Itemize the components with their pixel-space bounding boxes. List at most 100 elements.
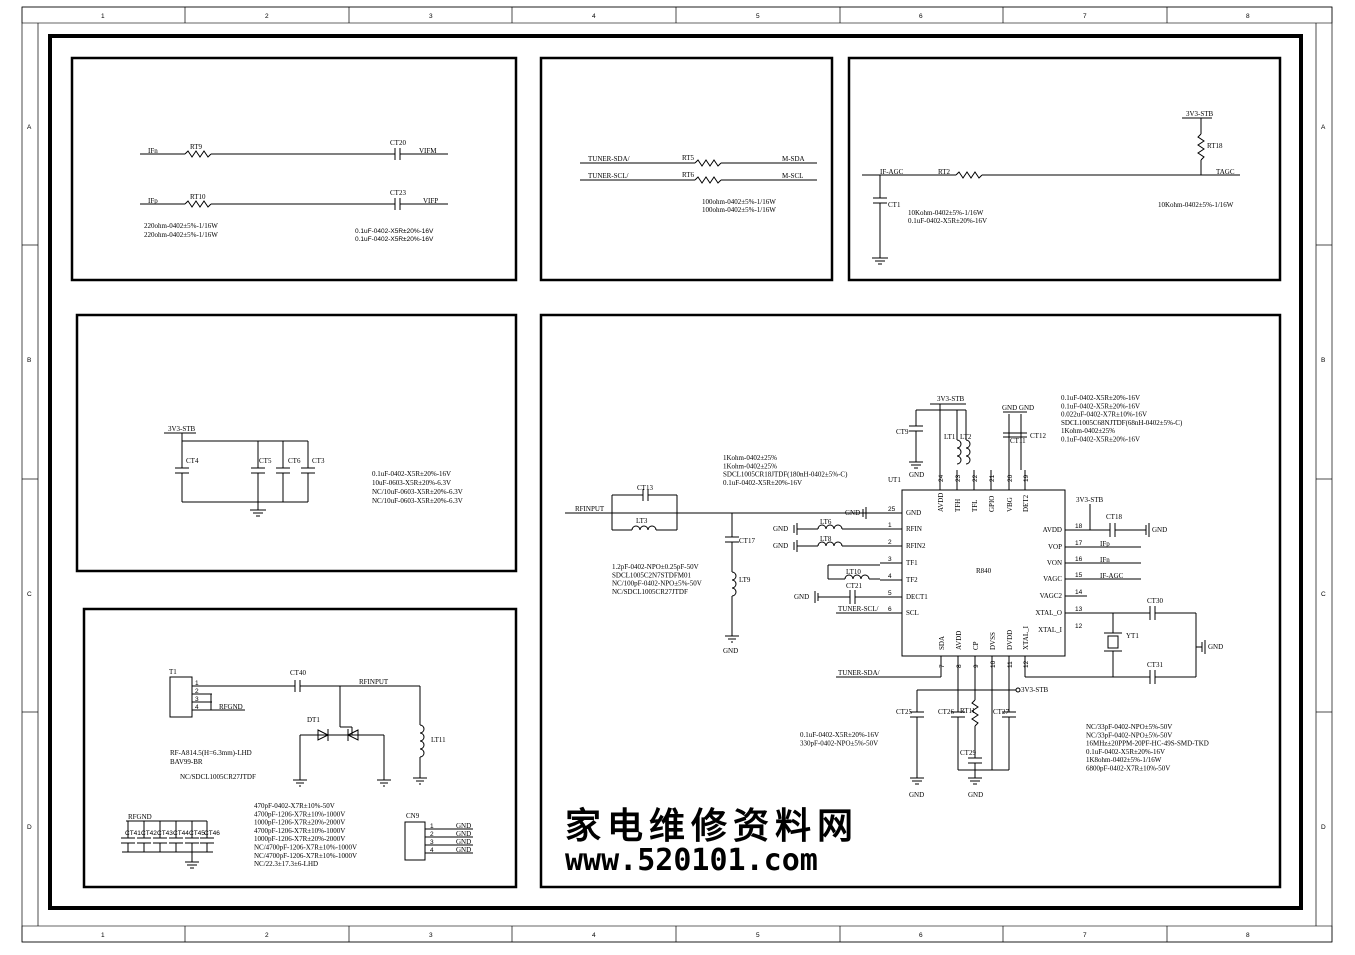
- inductor-lt6: [817, 524, 843, 530]
- ref-lt1: LT1: [944, 433, 956, 441]
- value-top-values: 0.022uF-0402-X7R±10%-16V: [1061, 411, 1147, 419]
- ref-rf-cap: CT45: [189, 830, 205, 837]
- agc-block: [847, 56, 1282, 282]
- grid-row-left: A: [27, 124, 32, 131]
- ref-t1: T1: [169, 668, 177, 676]
- chip-pin-name: VAGC: [1043, 575, 1062, 583]
- value-xtal-values: NC/33pF-0402-NPO±5%-50V: [1086, 731, 1172, 739]
- gnd-ct11-ct12: GND GND: [1002, 404, 1034, 412]
- ref-ct40: CT40: [290, 669, 306, 677]
- net-3v3-stb-power: 3V3-STB: [168, 425, 196, 433]
- grid-col-bottom: 6: [919, 932, 923, 939]
- cn9-pin-gnd: GND: [456, 846, 471, 854]
- ref-rf-cap: CT43: [157, 830, 173, 837]
- net-vifm: VIFM: [419, 147, 437, 155]
- inductor-lt1: [956, 439, 962, 465]
- value-top-values: 0.1uF-0402-X5R±20%-16V: [1061, 402, 1140, 410]
- ref-lt2: LT2: [960, 433, 972, 441]
- tuner-block: [539, 313, 1282, 889]
- chip-pin-name: XTAL_O: [1035, 609, 1062, 617]
- chip-pin-number: 9: [973, 664, 980, 668]
- net-vifp: VIFP: [423, 197, 438, 205]
- power-block: [75, 313, 518, 573]
- net-tuner-scl-chip: TUNER-SCL/: [838, 605, 879, 613]
- grid-row-left: D: [27, 824, 32, 831]
- ref-ct11: CT11: [1010, 437, 1026, 445]
- ref-ct26: CT26: [938, 708, 954, 716]
- ref-ct31: CT31: [1147, 661, 1163, 669]
- inductor-lt3: [631, 525, 657, 531]
- net-tagc: TAGC: [1216, 168, 1235, 176]
- net-tuner-scl: TUNER-SCL/: [588, 172, 629, 180]
- watermark-url: www.520101.com: [565, 843, 818, 878]
- chip-pin-number: 4: [888, 573, 892, 580]
- chip-pin-number: 24: [938, 474, 945, 482]
- ref-ct6: CT6: [288, 457, 301, 465]
- chip-pin-number: 18: [1075, 523, 1083, 530]
- rf-cap-value: NC/4700pF-1206-X7R±10%-1000V: [254, 852, 357, 860]
- ref-rt10: RT10: [190, 193, 206, 201]
- ref-lt6: LT6: [820, 518, 832, 526]
- value-ct1: 0.1uF-0402-X5R±20%-16V: [908, 217, 987, 225]
- grid-col-top: 1: [101, 13, 105, 20]
- if-filter-block: [70, 56, 518, 282]
- ref-rf-cap: CT44: [173, 830, 189, 837]
- capacitor-power-1: [175, 441, 189, 502]
- grid-col-top: 6: [919, 13, 923, 20]
- ref-lt3: LT3: [636, 517, 648, 525]
- chip-pin-number: 16: [1075, 556, 1083, 563]
- chip-pin-name: XTAL_I: [1022, 625, 1030, 650]
- ref-ct18: CT18: [1106, 513, 1122, 521]
- value-xtal-values: NC/33pF-0402-NPO±5%-50V: [1086, 723, 1172, 731]
- ref-ct21: CT21: [846, 582, 862, 590]
- chip-pin-name: VON: [1047, 559, 1062, 567]
- rf-cap-value: 4700pF-1206-X7R±10%-1000V: [254, 827, 345, 835]
- i2c-block: [539, 56, 834, 282]
- chip-pin-number: 8: [956, 664, 963, 668]
- value-rt6: 100ohm-0402±5%-1/16W: [702, 206, 776, 214]
- cn9-pin-number: 1: [430, 823, 434, 830]
- value-rt10: 220ohm-0402±5%-1/16W: [144, 231, 218, 239]
- resistor-rt9: [184, 150, 212, 158]
- crystal-yt1: [1107, 635, 1119, 649]
- rf-cap-value: 4700pF-1206-X7R±10%-1000V: [254, 810, 345, 818]
- chip-pin-name: TF1: [906, 559, 918, 567]
- net-ifn: IFn: [148, 147, 158, 155]
- grid-row-right: A: [1321, 124, 1326, 131]
- chip-pin-name: TFL: [971, 500, 979, 512]
- gnd-ct9: GND: [909, 471, 924, 479]
- value-input-values: NC/SDCL1005CR27JTDF: [612, 588, 688, 596]
- grid-col-top: 4: [592, 13, 596, 20]
- chip-pin-number: 17: [1075, 540, 1083, 547]
- chip-pin-name: DET2: [1022, 494, 1030, 512]
- cn9-pin-gnd: GND: [456, 822, 471, 830]
- ref-ct29: CT29: [960, 749, 976, 757]
- net-ifp-chip: IFp: [1100, 540, 1110, 548]
- ref-ct27: CT27: [993, 708, 1009, 716]
- chip-pin-name: AVDD: [1043, 526, 1062, 534]
- gnd-lt9: GND: [723, 647, 738, 655]
- value-mid-values: 1Kohm-0402±25%: [723, 454, 777, 462]
- cn9-pin-gnd: GND: [456, 830, 471, 838]
- rf-cap-value: 1000pF-1206-X7R±20%-2000V: [254, 819, 345, 827]
- connector-cn9: [404, 821, 426, 861]
- value-top-values: 1Kohm-0402±25%: [1061, 427, 1115, 435]
- ref-rt11: RT11: [960, 707, 976, 715]
- grid-col-bottom: 4: [592, 932, 596, 939]
- value-lt11: NC/SDCL1005CR27JTDF: [180, 773, 256, 781]
- chip-pin-number: 22: [972, 474, 979, 482]
- gnd-ct25: GND: [909, 791, 924, 799]
- net-tuner-sda-chip: TUNER-SDA/: [838, 669, 880, 677]
- value-power-3: NC/10uF-0603-X5R±20%-6.3V: [372, 488, 463, 496]
- chip-pin-number: 3: [888, 556, 892, 563]
- value-top-values: 0.1uF-0402-X5R±20%-16V: [1061, 394, 1140, 402]
- value-bottom-values: 330pF-0402-NPO±5%-50V: [800, 739, 878, 747]
- grid-col-top: 2: [265, 13, 269, 20]
- diode-dt1-b: [346, 729, 359, 741]
- value-power-4: NC/10uF-0603-X5R±20%-6.3V: [372, 497, 463, 505]
- chip-pin-name: CP: [972, 641, 980, 650]
- grid-col-top: 5: [756, 13, 760, 20]
- chip-pin-number: 2: [888, 539, 892, 546]
- chip-pin-number: 13: [1075, 606, 1083, 613]
- gnd-xtal: GND: [1208, 643, 1223, 651]
